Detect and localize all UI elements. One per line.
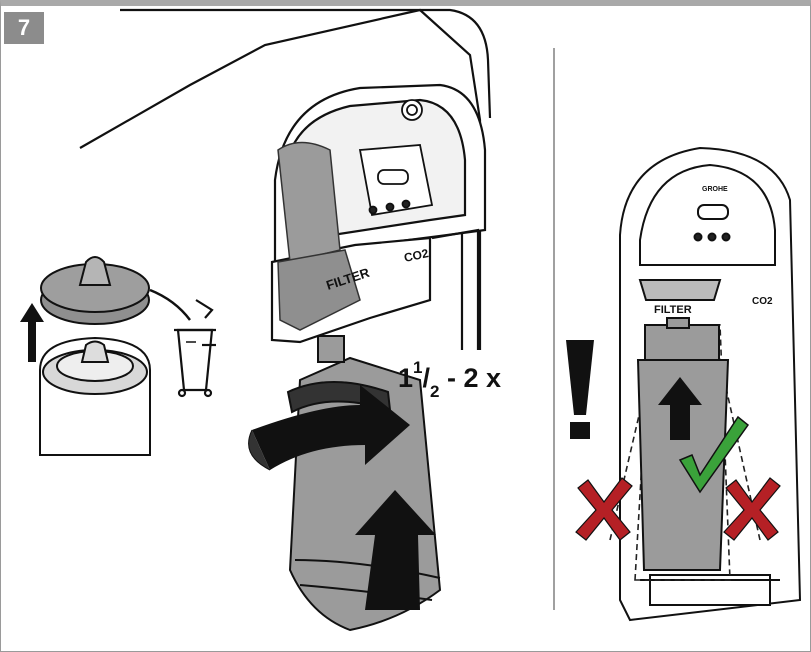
old-filter-cap xyxy=(41,257,149,324)
up-arrow-icon xyxy=(20,303,44,362)
front-filter-label: FILTER xyxy=(654,304,692,316)
brand-label: GROHE xyxy=(702,186,728,193)
dispose-arrow xyxy=(150,290,190,320)
front-co2-label: CO2 xyxy=(752,296,773,307)
warning-exclamation-icon xyxy=(566,340,594,439)
old-filter-body xyxy=(40,338,150,455)
rotation-count-label: 11/2 - 2 x xyxy=(398,362,501,398)
trash-bin-icon xyxy=(174,300,216,396)
